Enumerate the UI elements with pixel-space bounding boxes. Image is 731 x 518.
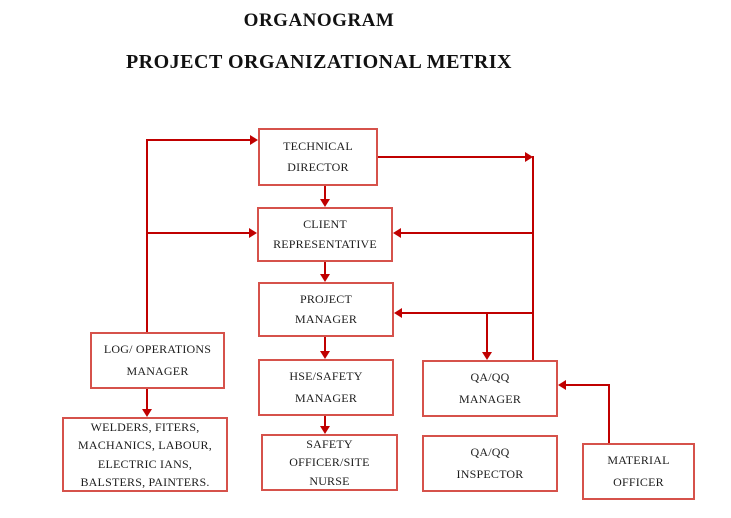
connector-log-operations-to-welders	[146, 389, 148, 409]
connector-hse-safety-manager-to-safety-officer	[324, 416, 326, 426]
box-qa-qq-inspector: QA/QQ INSPECTOR	[422, 435, 558, 492]
box-safety-officer-site-nurse: SAFETY OFFICER/SITE NURSE	[261, 434, 398, 491]
box-label-line: MANAGER	[294, 390, 358, 405]
box-label-line: MANAGER	[294, 312, 358, 327]
connector-left-to-technical-director	[146, 139, 250, 141]
box-label-line: BALSTERS, PAINTERS.	[80, 475, 210, 489]
box-client-representative: CLIENT REPRESENTATIVE	[257, 207, 393, 262]
box-hse-safety-manager: HSE/SAFETY MANAGER	[258, 359, 394, 416]
box-label-line: LOG/ OPERATIONS	[103, 342, 212, 357]
arrow-into-project-manager-top	[320, 274, 330, 282]
box-label-line: NURSE	[309, 473, 350, 488]
box-label-line: QA/QQ	[470, 445, 510, 460]
box-label-line: MANAGER	[458, 391, 522, 406]
box-label-line: MACHANICS, LABOUR,	[78, 438, 212, 452]
box-label-line: HSE/SAFETY	[289, 369, 363, 384]
arrow-into-client-representative-left	[249, 228, 257, 238]
box-label-line: INSPECTOR	[456, 466, 524, 481]
arrow-into-qa-qq-manager-top	[482, 352, 492, 360]
arrow-into-project-manager-right	[394, 308, 402, 318]
connector-left-spine	[146, 139, 148, 332]
box-label-line: QA/QQ	[470, 370, 510, 385]
connector-project-manager-to-hse-safety-manager	[324, 337, 326, 351]
box-label-line: OFFICER	[613, 474, 664, 489]
connector-branch-to-qa-qq-manager	[486, 312, 488, 352]
diagram-title: ORGANOGRAM PROJECT ORGANIZATIONAL METRIX	[0, 10, 638, 74]
connector-left-to-client-representative	[146, 232, 249, 234]
arrow-right-spine-top	[525, 152, 533, 162]
title-line-1: ORGANOGRAM	[243, 10, 395, 31]
box-label-line: MANAGER	[126, 363, 189, 378]
box-log-operations-manager: LOG/ OPERATIONS MANAGER	[90, 332, 225, 389]
box-label-line: SAFETY	[306, 436, 353, 451]
arrow-into-technical-director-left	[250, 135, 258, 145]
box-qa-qq-manager: QA/QQ MANAGER	[422, 360, 558, 417]
title-line-2: PROJECT ORGANIZATIONAL METRIX	[125, 51, 513, 73]
box-label-line: CLIENT	[303, 216, 347, 231]
connector-right-to-client-representative	[401, 232, 533, 234]
box-label-line: ELECTRIC IANS,	[97, 456, 193, 471]
box-label-line: OFFICER/SITE	[289, 455, 370, 470]
box-label-line: DIRECTOR	[287, 160, 349, 175]
box-welders-crew: WELDERS, FITERS, MACHANICS, LABOUR, ELEC…	[62, 417, 228, 492]
connector-technical-director-to-client-representative	[324, 186, 326, 199]
connector-right-spine	[532, 156, 534, 360]
box-label-line: REPRESENTATIVE	[273, 237, 377, 252]
connector-material-officer-to-qa-qq-manager	[566, 384, 609, 386]
connector-right-to-project-manager	[402, 312, 533, 314]
arrow-into-client-representative-top	[320, 199, 330, 207]
arrow-into-welders-top	[142, 409, 152, 417]
box-label-line: PROJECT	[299, 291, 353, 306]
box-label-line: WELDERS, FITERS,	[90, 419, 200, 434]
arrow-into-client-representative-right	[393, 228, 401, 238]
arrow-into-hse-safety-manager-top	[320, 351, 330, 359]
connector-technical-director-to-right-spine	[378, 156, 525, 158]
arrow-into-safety-officer-top	[320, 426, 330, 434]
connector-client-representative-to-project-manager	[324, 262, 326, 274]
box-material-officer: MATERIAL OFFICER	[582, 443, 695, 500]
connector-material-officer-riser	[608, 384, 610, 443]
box-technical-director: TECHNICAL DIRECTOR	[258, 128, 378, 186]
arrow-into-qa-qq-manager-right	[558, 380, 566, 390]
box-label-line: TECHNICAL	[283, 138, 353, 153]
box-label-line: MATERIAL	[607, 453, 670, 468]
box-project-manager: PROJECT MANAGER	[258, 282, 394, 337]
